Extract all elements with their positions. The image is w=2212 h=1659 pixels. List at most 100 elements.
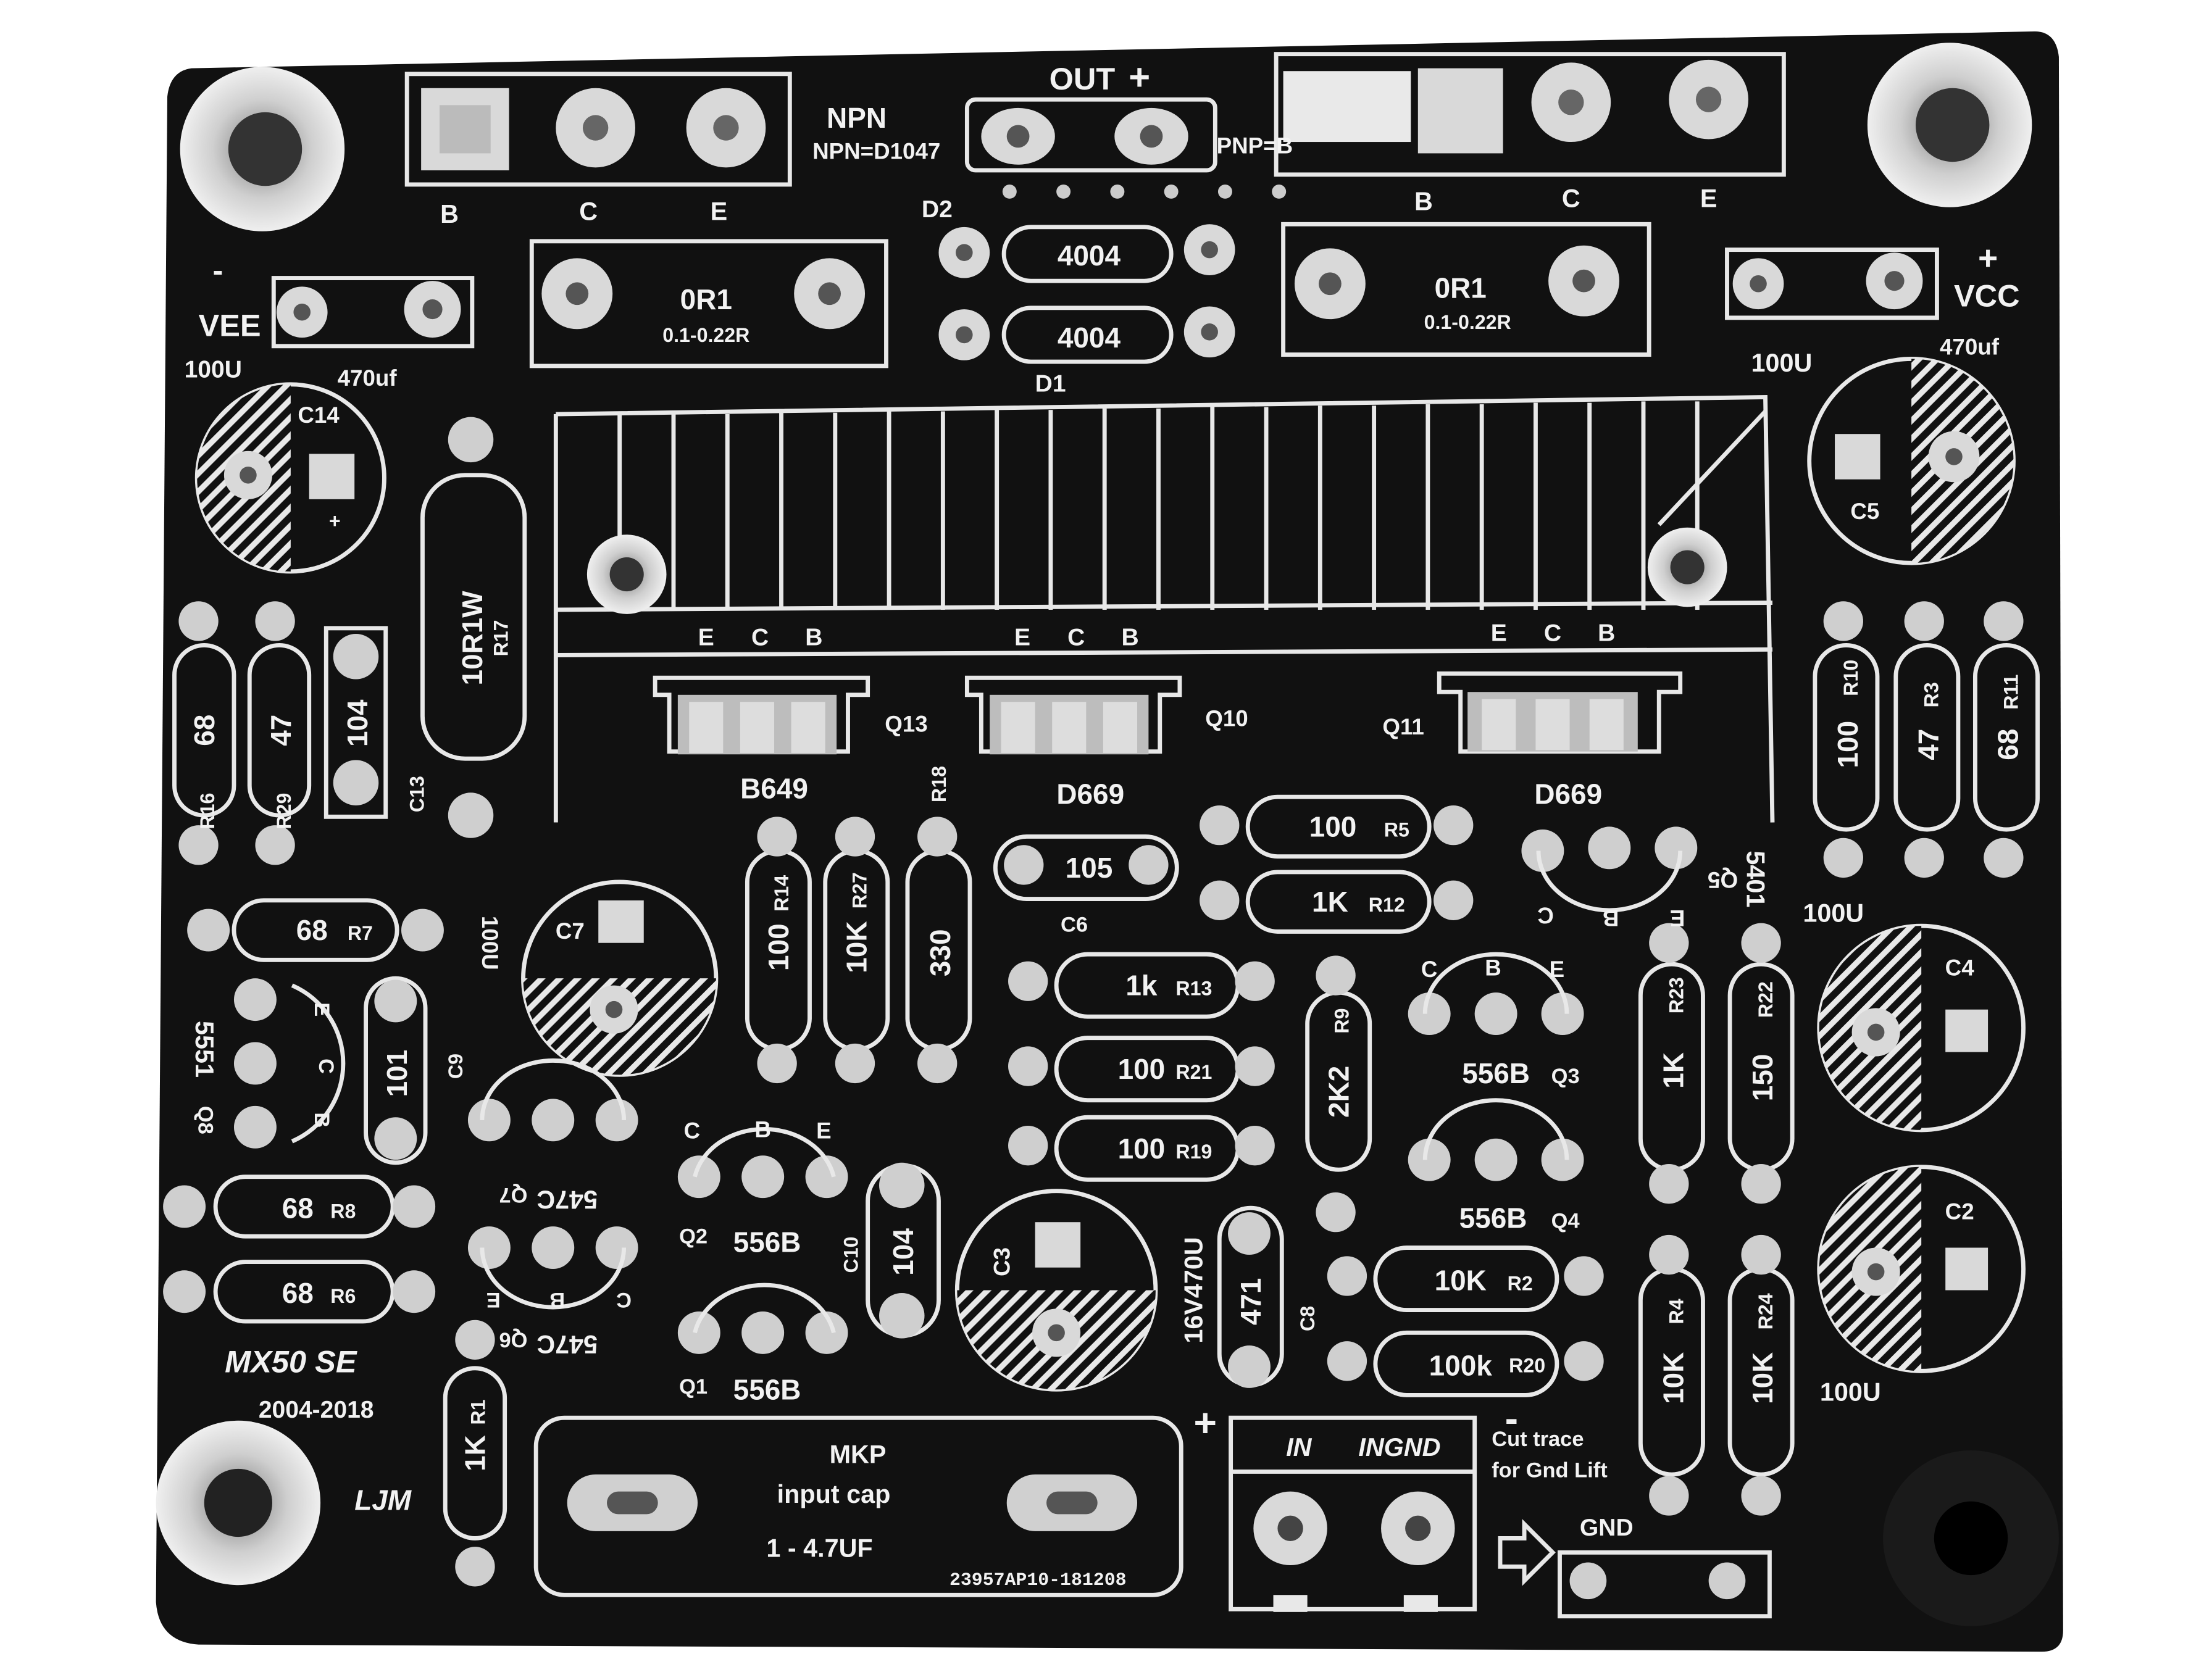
q2-pin-b: B [754,1116,771,1142]
r29-label: R29 [273,793,295,830]
c2-value: 100U [1820,1378,1881,1407]
cap-c2 [1817,1165,2026,1373]
r1-label: R1 [467,1399,490,1424]
q3-pin-c: C [1421,957,1438,982]
q5-pin-c: C [1537,902,1554,928]
cap-c14 [194,382,386,574]
r2-label: R2 [1508,1272,1533,1294]
r10-value: 100 [1832,721,1864,768]
c9-value: 101 [381,1050,413,1097]
mounting-holes [156,43,2059,1626]
c7-label: C7 [556,918,585,944]
q6-pin-b: B [549,1288,565,1312]
q7-label: Q7 [499,1183,527,1207]
vee-label: VEE [199,308,261,343]
r22-value: 150 [1747,1054,1779,1102]
q10-label: Q10 [1205,705,1248,731]
pnp-part: PNP=B [1217,133,1293,158]
board-name: MX50 SE [225,1344,357,1379]
heatsink-hole-left-bore [609,557,644,592]
heatsink-hole-right-bore [1670,550,1705,584]
c14-label: C14 [298,402,340,428]
c4-value: 100U [1803,899,1864,927]
q5-pin-b: B [1603,905,1619,931]
r20-value: 100k [1429,1349,1493,1381]
mkp-footprint [533,1415,1183,1597]
npn-pin-e: E [711,197,728,225]
r18-value: 330 [924,929,956,977]
r19-value: 100 [1118,1133,1166,1165]
r16-label: R16 [196,793,219,830]
d2-label: D2 [922,196,953,223]
r13-label: R13 [1175,978,1212,1000]
r11-label: R11 [2000,675,2022,710]
r4-label: R4 [1665,1299,1687,1324]
c10-label: C10 [840,1237,862,1273]
r3-value: 47 [1913,729,1945,760]
r23-value: 1K [1657,1052,1689,1089]
q4-part: 556B [1459,1202,1527,1234]
emitter-resistors [529,222,1651,368]
r23-label: R23 [1665,977,1687,1013]
npn-pin-c: C [579,197,598,225]
r9-value: 2K2 [1322,1066,1354,1118]
q5-part: 5401 [1742,850,1770,907]
q13-label: Q13 [885,712,927,737]
r12-value: 1K [1312,886,1348,918]
q2-pin-c: C [684,1118,701,1144]
mounting-hole-br-bore [1934,1501,2008,1576]
c5-100u: 100U [1751,349,1813,377]
c13-value: 104 [341,699,374,747]
r-emitter-right-range: 0.1-0.22R [1424,311,1511,333]
mkp-range: 1 - 4.7UF [766,1534,872,1562]
q5-label: Q5 [1708,867,1738,892]
ingnd-label: INGND [1358,1433,1440,1462]
c10-value: 104 [887,1228,919,1276]
d2-value: 4004 [1058,239,1121,272]
r18-label: R18 [928,766,950,802]
r5-label: R5 [1384,818,1409,841]
r16-value: 68 [188,715,220,746]
r22-label: R22 [1755,981,1777,1018]
q11-label: Q11 [1382,714,1424,739]
board-years: 2004-2018 [259,1397,374,1423]
r17-label: R17 [490,620,512,656]
mounting-hole-bl-bore [204,1468,272,1537]
q13-part: B649 [740,772,808,804]
input-plus: + [1193,1400,1217,1445]
q8-pin-b: B [310,1112,333,1128]
q11-part: D669 [1534,778,1602,810]
board-maker: LJM [354,1484,412,1516]
r1-value: 1K [459,1435,491,1471]
pnp-pin-e: E [1700,185,1717,213]
q3-pin-e: E [1550,957,1565,982]
q1-part: 556B [733,1373,801,1405]
diodes [938,224,1235,364]
r12-label: R12 [1369,894,1405,916]
c5-label: C5 [1850,499,1879,524]
d1-label: D1 [1035,370,1066,397]
hs3-b: B [1598,620,1615,647]
q3-label: Q3 [1551,1065,1580,1088]
r3-label: R3 [1921,682,1943,707]
r4-value: 10K [1657,1352,1689,1404]
r24-label: R24 [1755,1293,1777,1329]
q10-part: D669 [1056,778,1124,810]
hs3-c: C [1544,620,1561,647]
q6-pin-e: E [486,1288,501,1312]
c4-label: C4 [1945,955,1975,981]
q8-pin-e: E [310,1002,333,1017]
c13-label: C13 [406,776,428,812]
transistor-arcs [291,850,1683,1334]
c7-value: 100U [477,916,503,970]
r7-label: R7 [348,922,373,944]
q6-part: 547C [536,1330,598,1358]
q6-pin-c: C [616,1288,632,1312]
q4-label: Q4 [1551,1209,1580,1233]
r13-value: 1k [1125,970,1158,1002]
out-connector [964,97,1287,199]
pnp-label-smudge [1283,71,1411,143]
hs3-e: E [1491,620,1507,647]
